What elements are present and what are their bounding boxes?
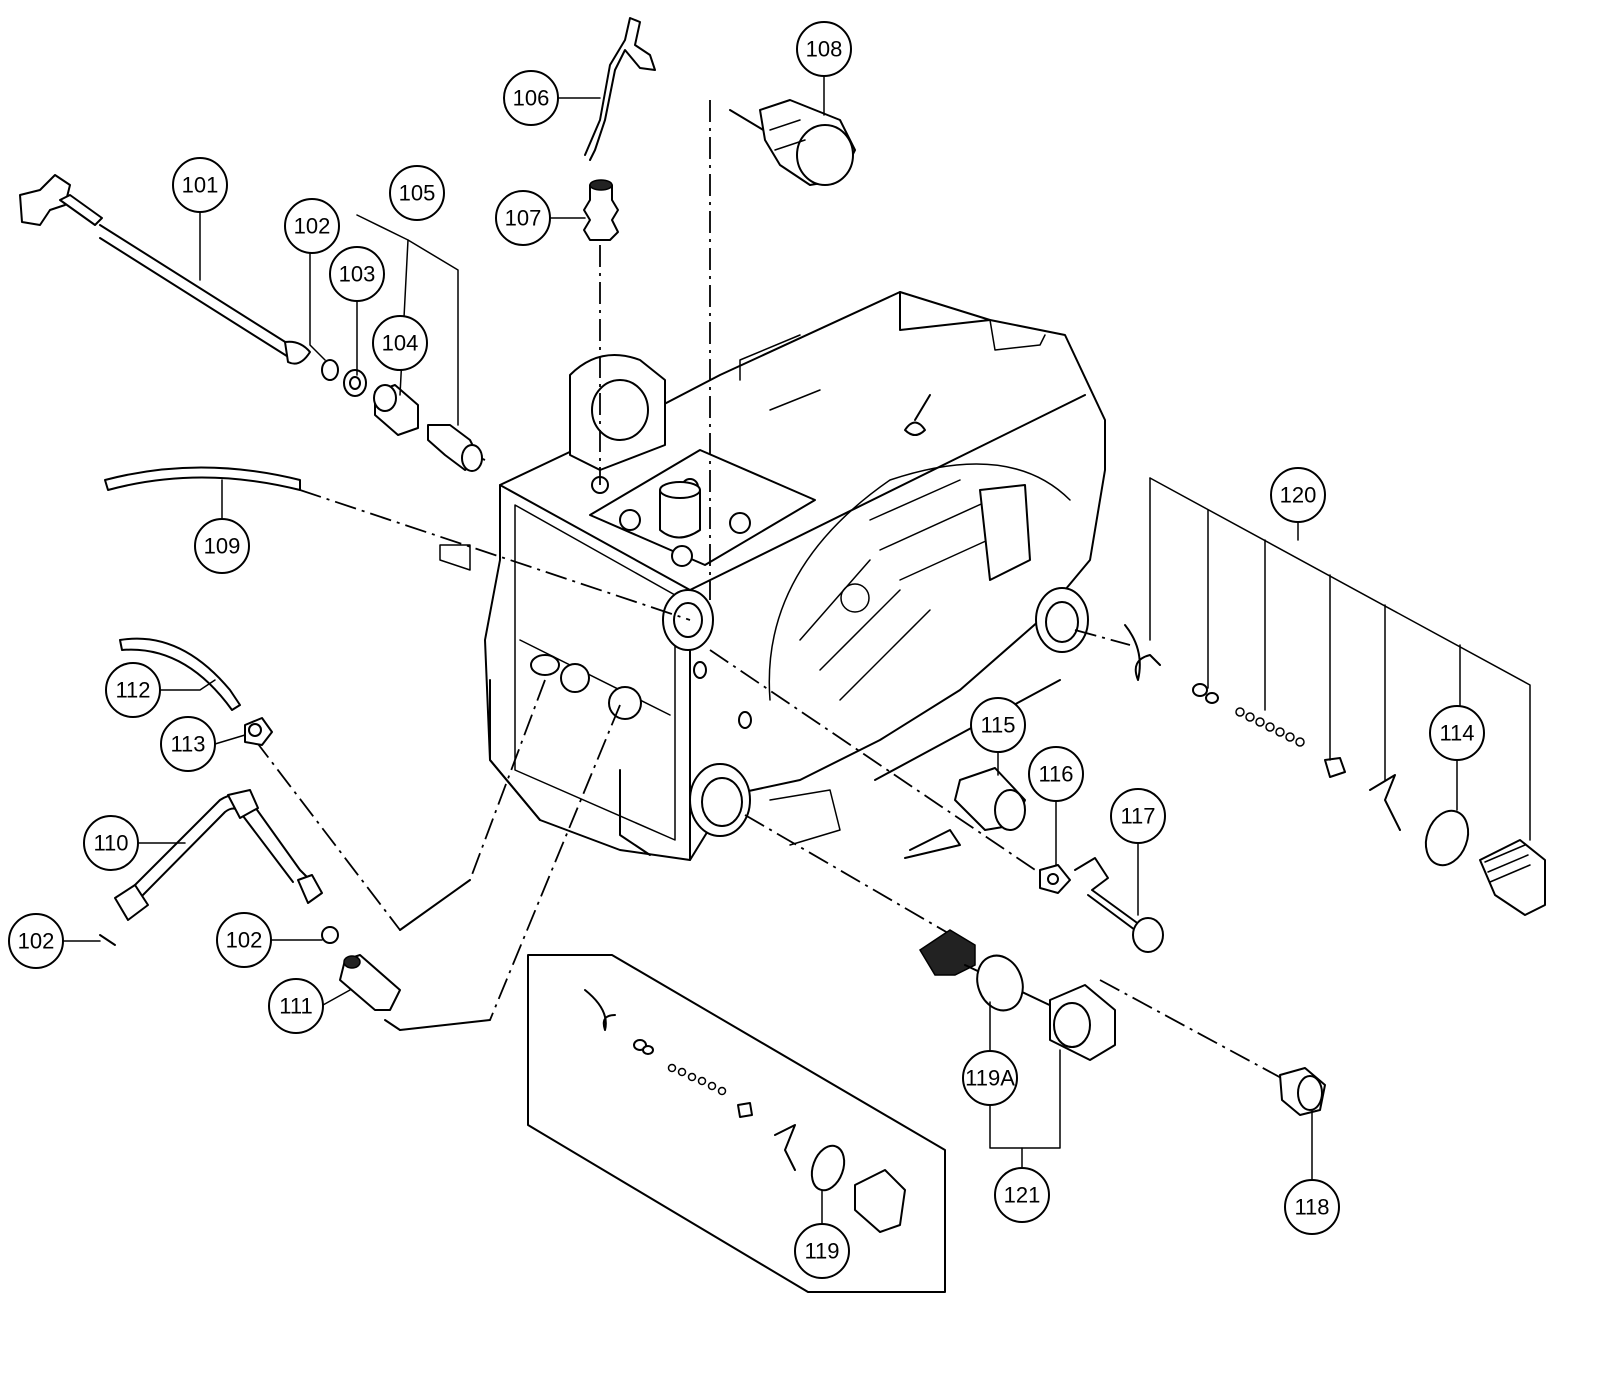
part-108-switch	[729, 99, 856, 186]
callout-121: 121	[994, 1167, 1050, 1223]
part-109-hose	[104, 466, 301, 491]
svg-text:118: 118	[1294, 1195, 1329, 1220]
svg-text:115: 115	[980, 713, 1015, 738]
part-114-o-ring	[1424, 809, 1470, 867]
callout-115: 115	[970, 697, 1026, 753]
callout-113: 113	[160, 716, 216, 772]
callout-120: 120	[1270, 467, 1326, 523]
svg-text:116: 116	[1038, 762, 1073, 787]
part-113-fitting	[244, 717, 273, 746]
callout-101: 101	[172, 157, 228, 213]
part-111-filter	[339, 954, 401, 1011]
part-115-bushing	[954, 767, 1026, 831]
svg-text:108: 108	[806, 37, 843, 62]
part-105-valve	[427, 424, 483, 472]
svg-text:102: 102	[226, 928, 263, 953]
callout-109: 109	[194, 518, 250, 574]
fuel-cap	[1049, 984, 1116, 1061]
callout-107: 107	[495, 190, 551, 246]
svg-text:107: 107	[505, 206, 542, 231]
svg-text:102: 102	[294, 214, 331, 239]
callout-105: 105	[389, 165, 445, 221]
oil-cap-plug	[1479, 839, 1546, 916]
callout-114: 114	[1429, 705, 1485, 761]
svg-text:104: 104	[382, 331, 419, 356]
callout-118: 118	[1284, 1179, 1340, 1235]
part-106-wire-spring	[584, 17, 656, 161]
svg-text:117: 117	[1120, 804, 1155, 829]
callout-111: 111	[268, 978, 324, 1034]
svg-text:110: 110	[93, 831, 128, 856]
svg-text:113: 113	[170, 732, 205, 757]
callout-102-mid: 102	[216, 912, 272, 968]
svg-text:111: 111	[279, 994, 312, 1019]
part-107-grommet	[583, 179, 619, 241]
part-116-nut	[1039, 864, 1071, 894]
svg-text:106: 106	[513, 86, 550, 111]
svg-text:109: 109	[204, 534, 241, 559]
part-102-o-ring-small	[321, 926, 339, 944]
callout-112: 112	[105, 662, 161, 718]
callout-116: 116	[1028, 746, 1084, 802]
svg-text:101: 101	[182, 173, 219, 198]
svg-text:102: 102	[18, 929, 55, 954]
callout-102: 102	[284, 198, 340, 254]
svg-text:119A: 119A	[965, 1066, 1015, 1091]
callout-110: 110	[83, 815, 139, 871]
callout-119A: 119A	[962, 1050, 1018, 1106]
assembly-lines	[254, 100, 1286, 1081]
leader-lines	[62, 75, 1531, 1226]
callout-102-left: 102	[8, 913, 64, 969]
callout-103: 103	[329, 246, 385, 302]
part-102-o-ring	[321, 359, 339, 381]
part-104-sleeve	[373, 384, 419, 436]
callouts: 101 102 103 104 105 106 107 108 109 110 …	[8, 21, 1485, 1279]
part-103-washer	[343, 369, 367, 397]
callout-106: 106	[503, 70, 559, 126]
part-118-plug	[1279, 1067, 1326, 1116]
svg-text:112: 112	[115, 678, 150, 703]
part-101-oil-pump-rod	[19, 174, 311, 365]
part-120-chain-kit	[1124, 624, 1401, 831]
callout-108: 108	[796, 21, 852, 77]
svg-text:105: 105	[399, 181, 436, 206]
part-102-spring-pin	[99, 934, 116, 946]
part-119A-cap-strap	[918, 929, 1061, 1012]
svg-text:119: 119	[804, 1239, 839, 1264]
callout-119: 119	[794, 1223, 850, 1279]
part-112-hose	[119, 637, 241, 711]
svg-text:114: 114	[1439, 721, 1474, 746]
part-117-pin	[1074, 857, 1164, 953]
svg-text:121: 121	[1004, 1183, 1041, 1208]
part-110-pipe	[114, 789, 323, 921]
inset-kit-box	[527, 954, 946, 1293]
svg-text:120: 120	[1280, 483, 1317, 508]
svg-text:103: 103	[339, 262, 376, 287]
callout-117: 117	[1110, 788, 1166, 844]
callout-104: 104	[372, 315, 428, 371]
crankcase-housing	[439, 291, 1106, 861]
